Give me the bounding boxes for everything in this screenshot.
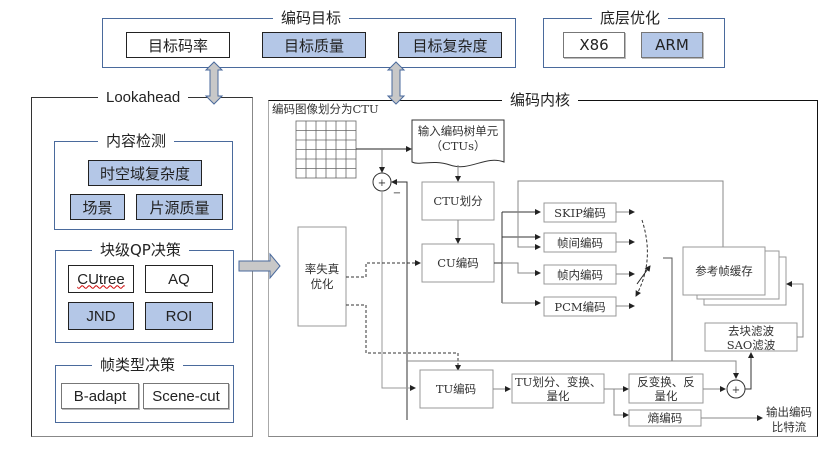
tu-transform-box (511, 373, 605, 404)
arrow-lookahead-to-core (238, 252, 281, 280)
scene-cut-option[interactable]: Scene-cut (143, 383, 229, 409)
content-detection-title: 内容检测 (98, 132, 175, 150)
ctu-split-label: 编码图像划分为CTU (272, 102, 379, 116)
rdo-label-2: 优化 (311, 277, 334, 291)
jnd-option[interactable]: JND (68, 302, 134, 330)
low-level-opt-title: 底层优化 (592, 9, 669, 27)
mode-switch-arc (635, 219, 648, 297)
target-complexity[interactable]: 目标复杂度 (398, 32, 502, 58)
arm-option[interactable]: ARM (641, 32, 703, 58)
subtract-plus-sign: + (378, 178, 386, 189)
source-quality[interactable]: 片源质量 (136, 194, 223, 220)
ctu-grid-icon (295, 120, 357, 179)
pcm-mode-label: PCM编码 (554, 300, 605, 314)
target-quality[interactable]: 目标质量 (262, 32, 366, 58)
tu-transform-label-1: TU划分、变换、 (515, 375, 601, 389)
subtract-minus-sign: − (393, 188, 401, 199)
input-ctu-label-2: （CTUs） (430, 139, 485, 153)
target-bitrate[interactable]: 目标码率 (126, 32, 230, 58)
filter-label-2: SAO滤波 (727, 338, 776, 352)
frame-type-title: 帧类型决策 (92, 356, 184, 374)
spatiotemporal-complexity[interactable]: 时空域复杂度 (88, 160, 202, 186)
input-ctu-label-1: 输入编码树单元 (418, 124, 499, 138)
reconstruct-plus-sign: + (732, 385, 740, 396)
input-ctu-document (411, 119, 505, 168)
x86-option[interactable]: X86 (563, 32, 625, 58)
encoding-target-title: 编码目标 (273, 9, 350, 27)
block-qp-title: 块级QP决策 (92, 241, 189, 259)
roi-option[interactable]: ROI (145, 302, 213, 330)
ctu-partition-label: CTU划分 (433, 194, 483, 208)
aq-option[interactable]: AQ (145, 265, 213, 293)
ctu-partition-box (421, 181, 495, 221)
tu-encode-label: TU编码 (436, 382, 476, 396)
cutree-label: CUtree (77, 270, 125, 288)
encoder-core-title: 编码内核 (502, 91, 579, 109)
scene-tag[interactable]: 场景 (70, 194, 125, 220)
intra-mode-label: 帧内编码 (557, 268, 603, 282)
double-arrow-target-core (386, 61, 406, 105)
inverse-transform-label-1: 反变换、反 (637, 375, 695, 389)
b-adapt-option[interactable]: B-adapt (61, 383, 139, 409)
rdo-box (297, 226, 347, 327)
cutree-option[interactable]: CUtree (68, 265, 134, 293)
entropy-label: 熵编码 (648, 411, 683, 425)
filter-label-1: 去块滤波 (728, 324, 774, 338)
cu-encode-box (421, 243, 495, 283)
cu-encode-label: CU编码 (437, 256, 479, 270)
ref-buffer-label: 参考帧缓存 (695, 264, 753, 278)
rdo-label-1: 率失真 (305, 262, 340, 276)
double-arrow-target-lookahead (204, 61, 224, 105)
lookahead-title: Lookahead (98, 89, 189, 107)
ref-buffer-box (682, 246, 766, 296)
inter-mode-label: 帧间编码 (557, 236, 603, 250)
inverse-transform-label-2: 量化 (655, 389, 678, 403)
output-label-1: 输出编码 (766, 405, 812, 419)
tu-transform-label-2: 量化 (547, 389, 570, 403)
skip-mode-label: SKIP编码 (554, 206, 606, 220)
output-label-2: 比特流 (772, 420, 807, 434)
mode-switch-lever (636, 265, 651, 285)
